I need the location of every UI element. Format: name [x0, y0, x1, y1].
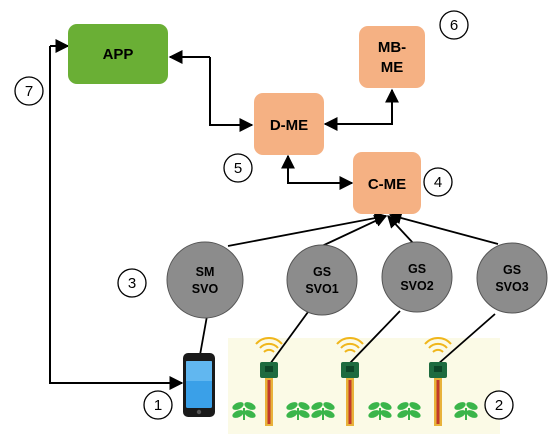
smartphone-icon[interactable] — [183, 353, 215, 417]
sm-svo-to-phone-line — [199, 315, 208, 356]
wireless-signal-icon — [255, 337, 283, 353]
svg-text:7: 7 — [25, 83, 33, 100]
gs-svo1-to-cme-line — [321, 215, 388, 247]
field-background — [228, 338, 500, 434]
step-number-4: 4 — [423, 167, 453, 197]
plant-sprout-icon — [454, 402, 478, 420]
app-node[interactable]: APP — [68, 24, 168, 84]
gs-svo1-label-line1: GS — [313, 265, 331, 279]
d-me-label: D-ME — [270, 117, 308, 134]
gs-svo1-to-sensor1-line — [269, 311, 309, 365]
sensor-1[interactable] — [255, 337, 283, 426]
wireless-signal-icon — [336, 337, 364, 353]
c-me-node[interactable]: C-ME — [353, 152, 421, 214]
gs-svo2-label-line1: GS — [408, 262, 426, 276]
gs-svo3-label-line1: GS — [503, 263, 521, 277]
gs-svo3-node[interactable]: GS SVO3 — [476, 242, 548, 314]
sm-svo-label-line1: SM — [196, 265, 215, 279]
d-me-node[interactable]: D-ME — [254, 93, 324, 155]
step-number-1: 1 — [143, 390, 173, 420]
svg-text:4: 4 — [434, 174, 442, 191]
gs-svo2-to-sensor2-line — [348, 310, 401, 365]
svg-text:2: 2 — [495, 397, 503, 414]
gs-svo1-node[interactable]: GS SVO1 — [286, 244, 358, 316]
plant-sprout-icon — [368, 402, 392, 420]
wireless-signal-icon — [424, 337, 452, 353]
c-me-label: C-ME — [368, 176, 406, 193]
plant-sprout-icon — [286, 402, 310, 420]
plant-sprouts — [232, 402, 478, 420]
gs-svo1-label-line2: SVO1 — [305, 282, 338, 296]
soil-sensor-icon — [429, 362, 447, 426]
gs-svo3-to-cme-line — [388, 211, 499, 245]
gs-svo3-to-sensor3-line — [437, 313, 496, 365]
sm-svo-node[interactable]: SM SVO — [166, 241, 244, 319]
dme-mbme-connector — [323, 88, 399, 131]
mb-me-node[interactable]: MB- ME — [359, 26, 425, 88]
plant-sprout-icon — [232, 402, 256, 420]
step-number-3: 3 — [117, 268, 147, 298]
mb-me-label-line1: MB- — [378, 39, 406, 56]
sm-svo-label-line2: SVO — [192, 282, 219, 296]
plant-sprout-icon — [311, 402, 335, 420]
soil-sensor-icon — [341, 362, 359, 426]
gs-svo2-label-line2: SVO2 — [400, 279, 433, 293]
svg-text:1: 1 — [154, 397, 162, 414]
step-number-6: 6 — [439, 10, 469, 40]
soil-sensor-icon — [260, 362, 278, 426]
step-number-7: 7 — [14, 76, 44, 106]
step-number-5: 5 — [223, 153, 253, 183]
sensor-3[interactable] — [424, 337, 452, 426]
sm-svo-to-cme-line — [227, 211, 388, 247]
svg-text:3: 3 — [128, 275, 136, 292]
app-label: APP — [103, 46, 134, 63]
phone-app-connector — [49, 46, 182, 384]
sensor-2[interactable] — [336, 337, 364, 426]
gs-svo3-label-line2: SVO3 — [495, 280, 528, 294]
gs-svo2-node[interactable]: GS SVO2 — [381, 241, 453, 313]
step-number-2: 2 — [484, 390, 514, 420]
app-dme-connector — [209, 57, 252, 126]
svg-text:6: 6 — [450, 17, 458, 34]
mb-me-label-line2: ME — [381, 59, 404, 76]
plant-sprout-icon — [397, 402, 421, 420]
svg-text:5: 5 — [234, 160, 242, 177]
dme-cme-connector — [281, 154, 354, 190]
